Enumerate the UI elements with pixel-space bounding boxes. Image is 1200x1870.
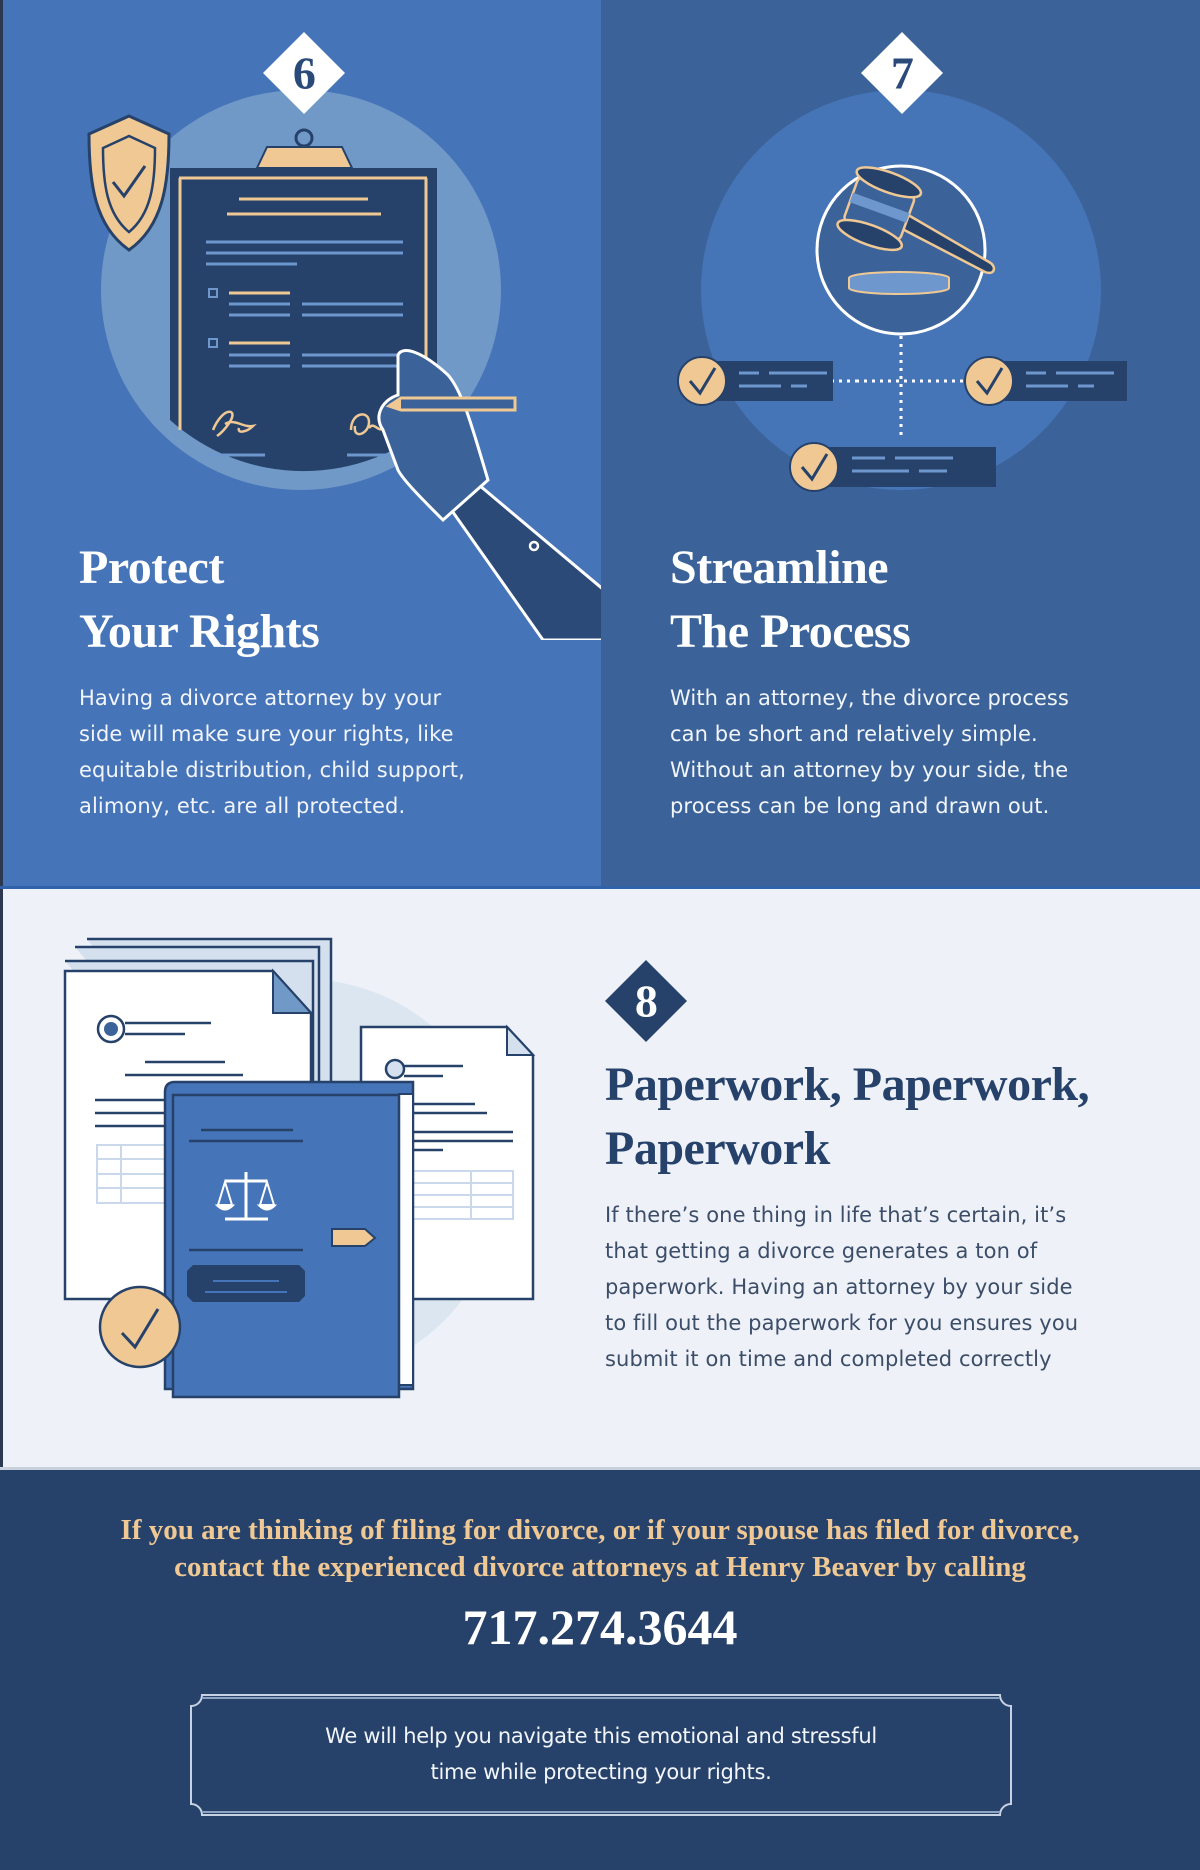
section-title: Paperwork, Paperwork, Paperwork <box>605 1058 1090 1175</box>
gavel-checklist-icon <box>677 90 1127 492</box>
section-divider <box>0 1467 1200 1470</box>
legal-documents-book-icon <box>63 937 536 1399</box>
section-divider <box>0 886 1200 889</box>
step-number: 6 <box>292 47 316 98</box>
step-number-badge: 8 <box>604 959 688 1043</box>
section-body: If there’s one thing in life that’s cert… <box>605 1203 1079 1371</box>
section-title: Protect Your Rights <box>79 541 320 658</box>
promise-banner: We will help you navigate this emotional… <box>188 1692 1014 1818</box>
step-number: 8 <box>634 975 658 1026</box>
phone-number-link[interactable]: 717.274.3644 <box>462 1599 738 1655</box>
section-title: Streamline The Process <box>670 541 911 658</box>
contact-cta-footer: If you are thinking of filing for divorc… <box>0 1470 1200 1870</box>
section-body: Having a divorce attorney by your side w… <box>79 686 465 818</box>
section-protect-your-rights: 6 Protect Your Rights Having a divorce a… <box>0 0 601 886</box>
cta-message: If you are thinking of filing for divorc… <box>120 1514 1080 1583</box>
clipboard-signing-icon <box>87 90 601 640</box>
section-paperwork: 8 Paperwork, Paperwork, Paperwork If the… <box>0 889 1200 1467</box>
ornamental-frame-icon <box>190 1694 1012 1816</box>
section-body: With an attorney, the divorce process ca… <box>670 686 1069 818</box>
section-streamline-the-process: 7 Streamline The Process With an attorne… <box>601 0 1200 886</box>
promise-text: We will help you navigate this emotional… <box>325 1724 877 1784</box>
step-number: 7 <box>890 47 914 98</box>
